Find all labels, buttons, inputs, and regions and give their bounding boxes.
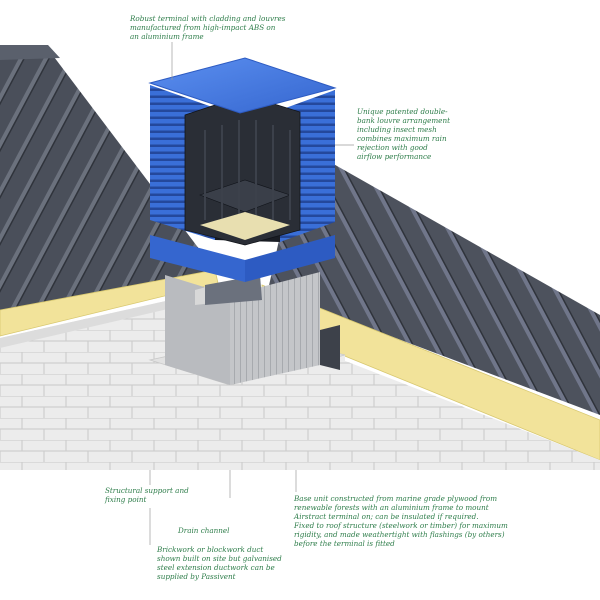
annotation-structural-support: Structural support and fixing point xyxy=(105,486,189,504)
drain-channel xyxy=(205,275,340,370)
annotation-drain-channel: Drain channel xyxy=(178,526,230,535)
annotation-brickwork-duct: Brickwork or blockwork duct shown built … xyxy=(157,545,282,581)
blockwork-wall-right xyxy=(330,355,600,470)
right-roof-panels xyxy=(268,145,600,415)
annotation-leaders xyxy=(149,42,354,545)
annotation-louvres: Unique patented double- bank louvre arra… xyxy=(357,107,450,161)
airstract-terminal xyxy=(148,57,337,282)
annotation-terminal: Robust terminal with cladding and louvre… xyxy=(130,14,286,41)
annotation-base-unit: Base unit constructed from marine grade … xyxy=(294,494,508,548)
